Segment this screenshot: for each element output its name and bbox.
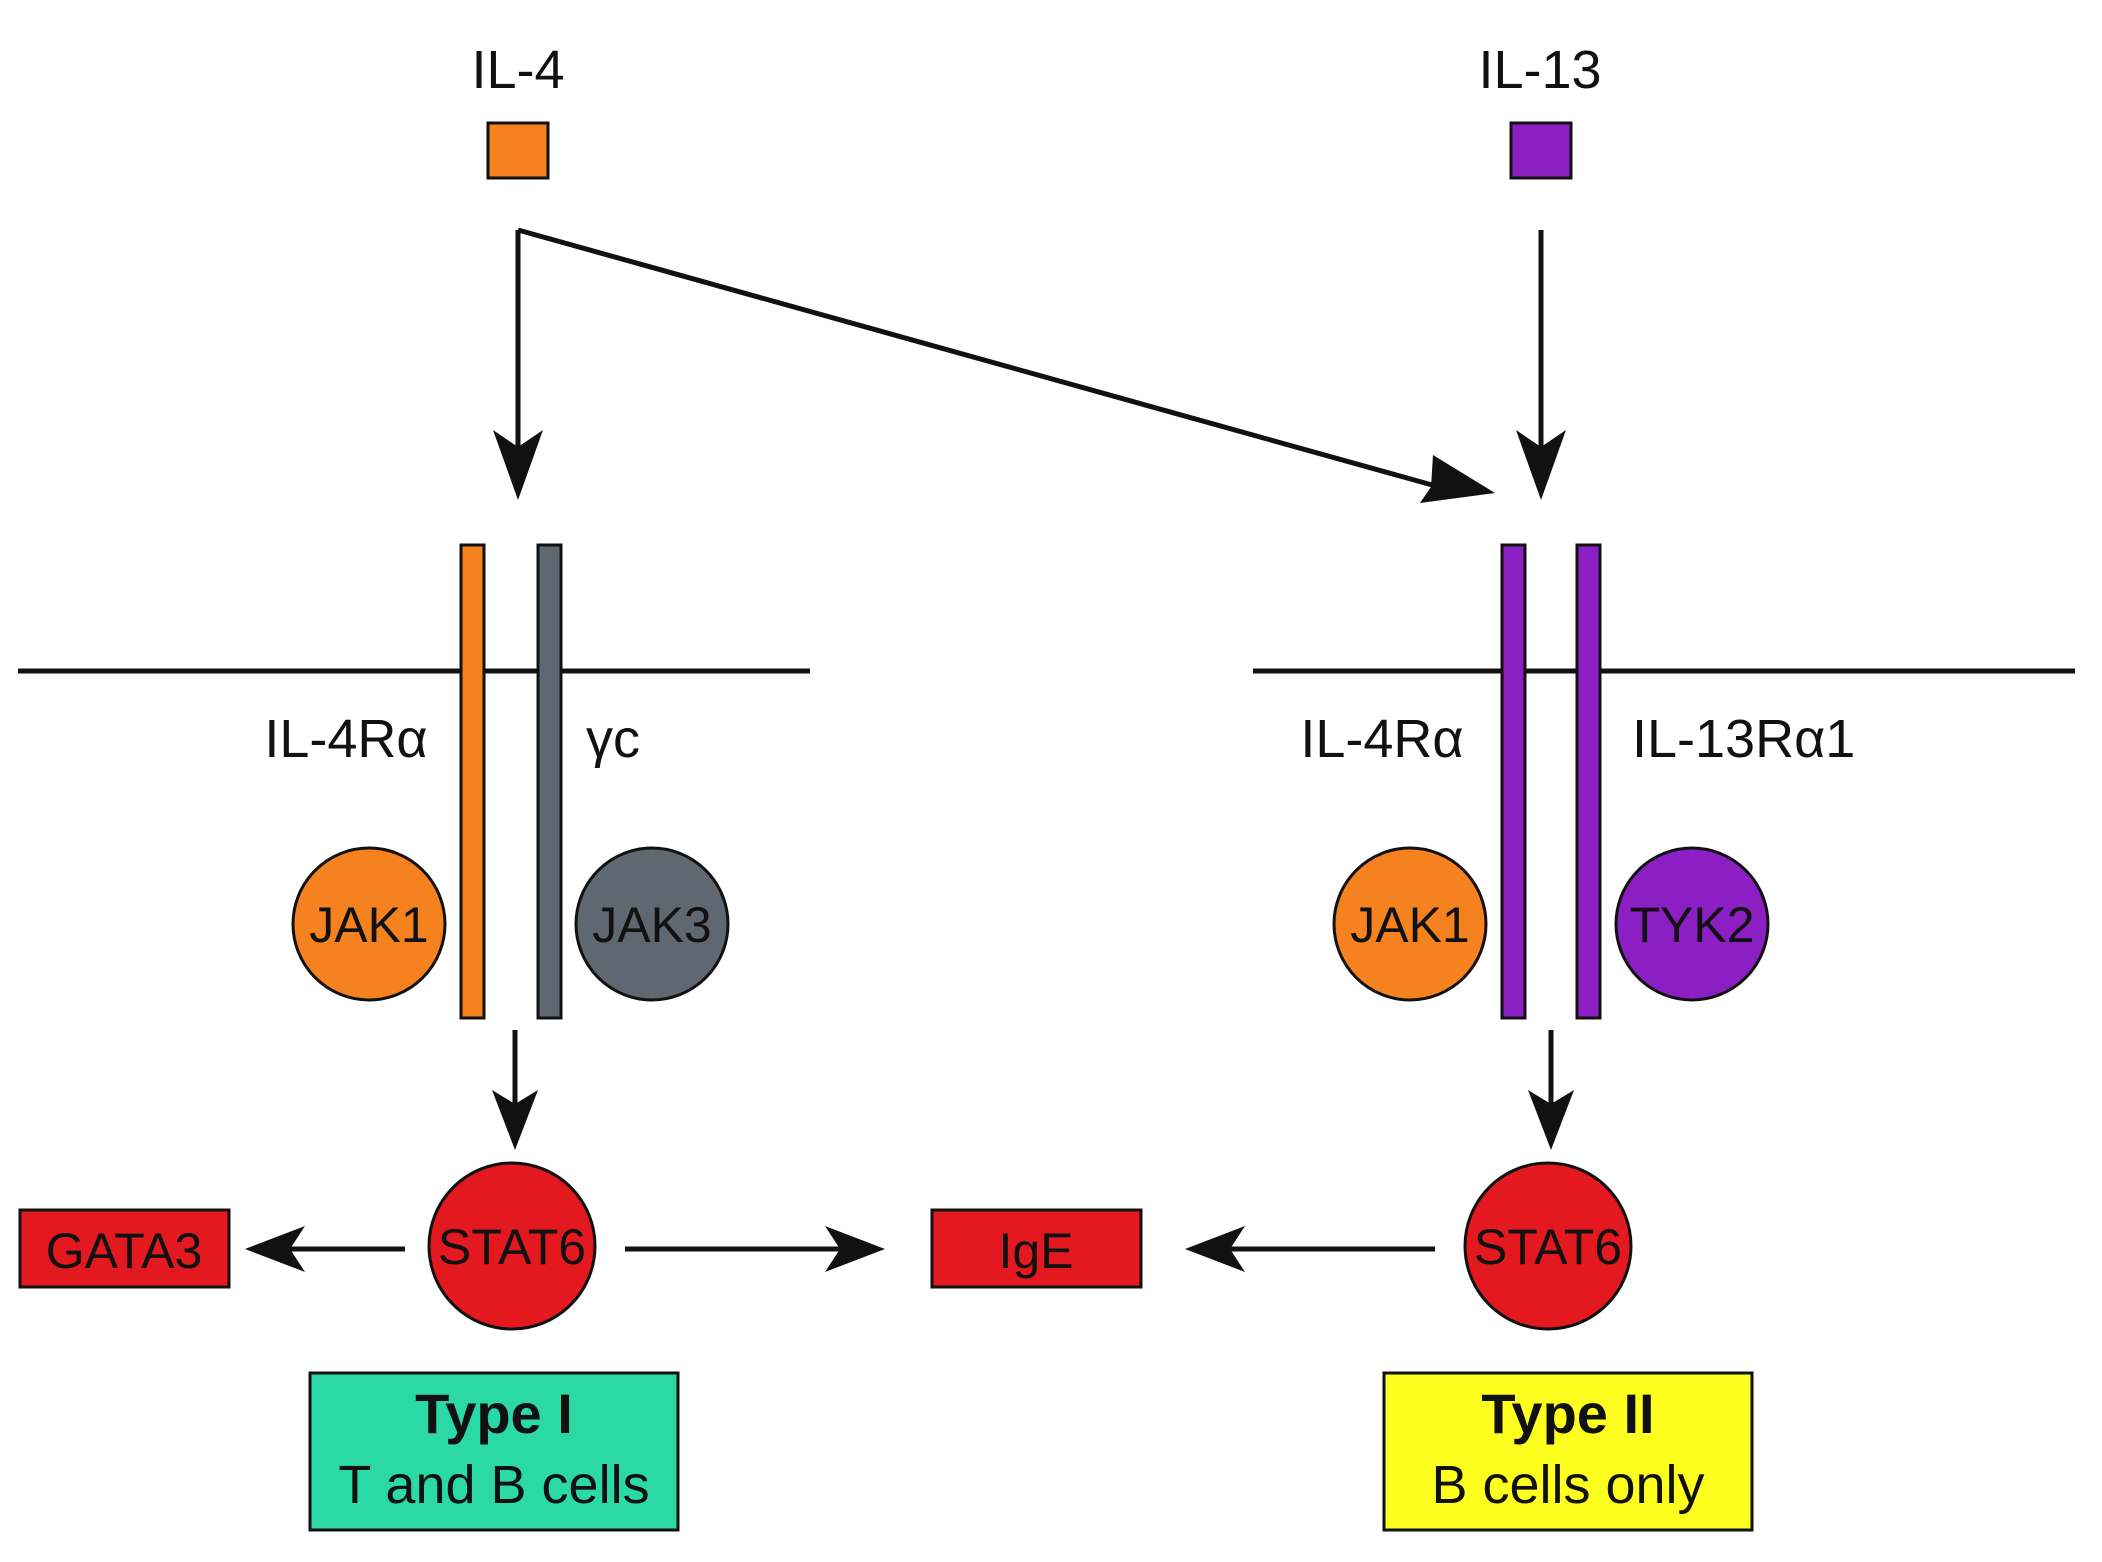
arrow-type2-to-stat6 xyxy=(1528,1030,1574,1150)
type1-box xyxy=(308,1371,680,1532)
type2-box-subtitle: B cells only xyxy=(1431,1455,1704,1515)
type1-jak1-label: JAK1 xyxy=(309,897,429,953)
type2-tyk2-label: TYK2 xyxy=(1629,897,1754,953)
il13-label: IL-13 xyxy=(1478,40,1601,100)
type2-box xyxy=(1382,1371,1754,1532)
type1-box-subtitle: T and B cells xyxy=(338,1455,649,1515)
arrow-type1-stat6-to-ige xyxy=(625,1226,885,1272)
il4-ligand-square xyxy=(486,121,550,180)
type2-box-title: Type II xyxy=(1481,1382,1654,1445)
arrow-stat6-to-gata3 xyxy=(245,1226,405,1272)
il4-label: IL-4 xyxy=(471,40,564,100)
type2-tyk2-node xyxy=(1614,846,1770,1002)
type2-il4ra-label: IL-4Rα xyxy=(1300,709,1463,769)
gata3-box xyxy=(18,1208,231,1289)
type2-jak1-node xyxy=(1332,846,1488,1002)
arrow-il4-to-type1 xyxy=(493,230,543,500)
type1-jak1-node xyxy=(291,846,447,1002)
type2-il13ra1-label: IL-13Rα1 xyxy=(1632,709,1855,769)
gata3-label: GATA3 xyxy=(46,1223,203,1279)
type1-stat6-label: STAT6 xyxy=(438,1219,586,1275)
type2-il13ra1-chain xyxy=(1575,543,1602,1020)
type1-il4ra-label: IL-4Rα xyxy=(264,709,427,769)
type1-box-title: Type I xyxy=(415,1382,573,1445)
type1-il4ra-chain xyxy=(459,543,486,1020)
type2-stat6-node xyxy=(1463,1161,1633,1331)
arrow-il13-to-type2 xyxy=(1516,230,1566,500)
type1-jak3-node xyxy=(574,846,730,1002)
type2-stat6-label: STAT6 xyxy=(1474,1219,1622,1275)
ige-label: IgE xyxy=(998,1223,1073,1279)
arrow-type1-to-stat6 xyxy=(492,1030,538,1150)
type2-il4ra-chain xyxy=(1500,543,1527,1020)
type1-jak3-label: JAK3 xyxy=(592,897,712,953)
type1-gamma-c-chain xyxy=(536,543,563,1020)
type1-stat6-node xyxy=(427,1161,597,1331)
type1-gamma-c-label: γc xyxy=(586,709,640,769)
il13-ligand-square xyxy=(1509,121,1573,180)
type2-jak1-label: JAK1 xyxy=(1350,897,1470,953)
arrow-type2-stat6-to-ige xyxy=(1185,1226,1435,1272)
ige-box xyxy=(930,1208,1143,1289)
arrow-il4-to-type2 xyxy=(517,227,1495,503)
